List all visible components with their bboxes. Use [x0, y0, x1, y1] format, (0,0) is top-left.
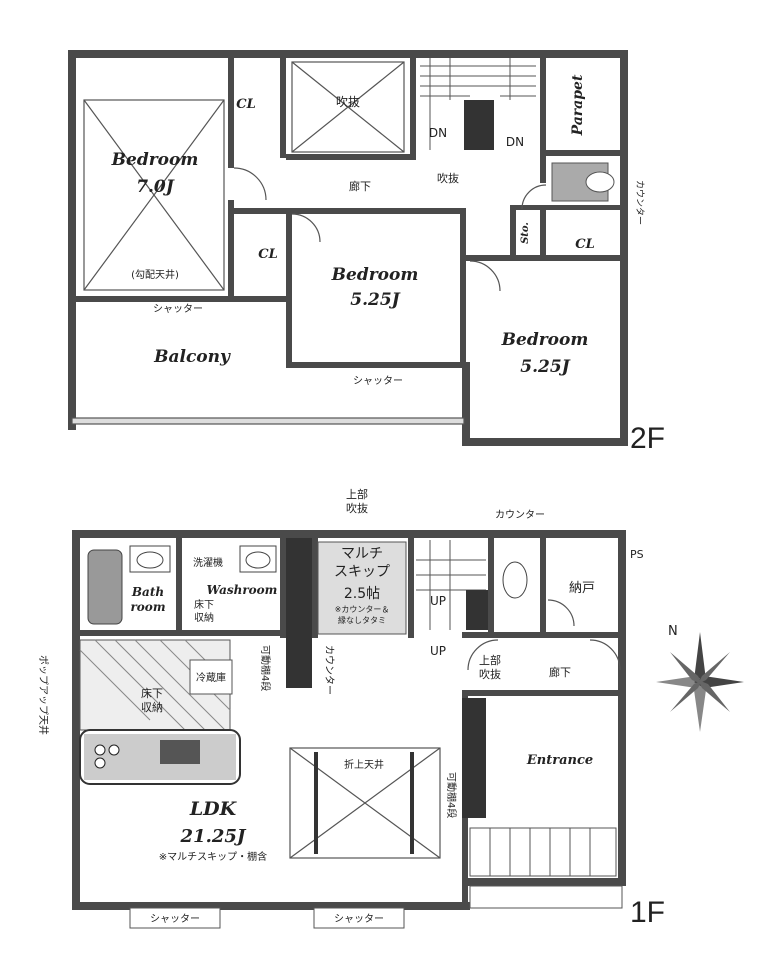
stair-up-2: UP: [430, 644, 446, 658]
counter-top-label: カウンター: [495, 509, 545, 521]
ldk-name: LDK: [189, 798, 238, 820]
balcony-label: Balcony: [153, 347, 231, 367]
storage-label: Sto.: [520, 222, 531, 244]
bedroom-mid-size: 5.25J: [350, 290, 400, 310]
bedroom-main-note: (勾配天井): [131, 268, 179, 281]
hallway-label: 廊下: [349, 179, 371, 193]
void-label: 吹抜: [336, 95, 360, 109]
movable-shelf-2-label: 可動棚4段: [445, 772, 458, 818]
parapet-label: Parapet: [570, 74, 586, 136]
stair-void-label: 吹抜: [437, 171, 459, 185]
folded-ceiling-label: 折上天井: [344, 758, 384, 771]
nando-label: 納戸: [569, 581, 595, 596]
bedroom-main-size: 7.0J: [136, 177, 175, 197]
washroom-label: Washroom: [207, 583, 278, 597]
ps-label: PS: [630, 548, 644, 561]
floor-storage-small-label: 床下収納: [194, 598, 214, 624]
shutter-2f-1: シャッター: [153, 303, 203, 315]
movable-shelf-1-label: 可動棚4段: [259, 645, 272, 691]
washer-label: 洗濯機: [193, 556, 223, 569]
ldk-note: ※マルチスキップ・棚含: [159, 850, 267, 863]
upper-void-2-label: 上部吹抜: [479, 653, 501, 681]
stair-up-1: UP: [430, 594, 446, 608]
ldk-size: 21.25J: [180, 826, 247, 847]
multi-skip-note: ※カウンター＆縁なしタタミ: [335, 605, 390, 625]
floor-2-plan: Bedroom 7.0J (勾配天井) CL CL 吹抜 DN DN 吹抜 廊下…: [68, 50, 665, 455]
closet-mid-label: CL: [258, 247, 278, 262]
counter-label: カウンター: [634, 180, 645, 225]
fridge-label: 冷蔵庫: [196, 671, 226, 684]
multi-skip-title: マルチスキップ: [334, 546, 390, 580]
closet-right-label: CL: [575, 237, 595, 252]
floor-1-label: 1F: [630, 896, 665, 929]
floor-storage-label: 床下収納: [141, 686, 163, 714]
compass-north-label: N: [668, 624, 678, 639]
floor-1-plan: N 上部吹抜 カウンター PS マルチスキップ 2.5帖 ※カウンター＆縁なしタ…: [37, 487, 744, 929]
shutter-2f-2: シャッター: [353, 375, 403, 387]
closet-left-label: CL: [236, 97, 256, 112]
floor-2-label: 2F: [630, 422, 665, 455]
popup-ceiling-label: ポップアップ天井: [37, 655, 50, 735]
hallway-1f-label: 廊下: [549, 665, 571, 679]
bedroom-right-size: 5.25J: [520, 357, 570, 377]
bedroom-right-name: Bedroom: [501, 330, 589, 350]
shutter-1f-1: シャッター: [150, 913, 200, 925]
multi-skip-size: 2.5帖: [344, 586, 380, 602]
bedroom-mid-name: Bedroom: [331, 265, 419, 285]
entrance-label: Entrance: [526, 753, 593, 768]
bedroom-main-name: Bedroom: [111, 150, 199, 170]
counter-vertical-label: カウンター: [323, 645, 335, 695]
compass-icon: [656, 632, 744, 732]
stair-dn-left: DN: [429, 126, 447, 140]
stair-dn-right: DN: [506, 135, 524, 149]
upper-void-label: 上部吹抜: [346, 487, 368, 515]
shutter-1f-2: シャッター: [334, 913, 384, 925]
